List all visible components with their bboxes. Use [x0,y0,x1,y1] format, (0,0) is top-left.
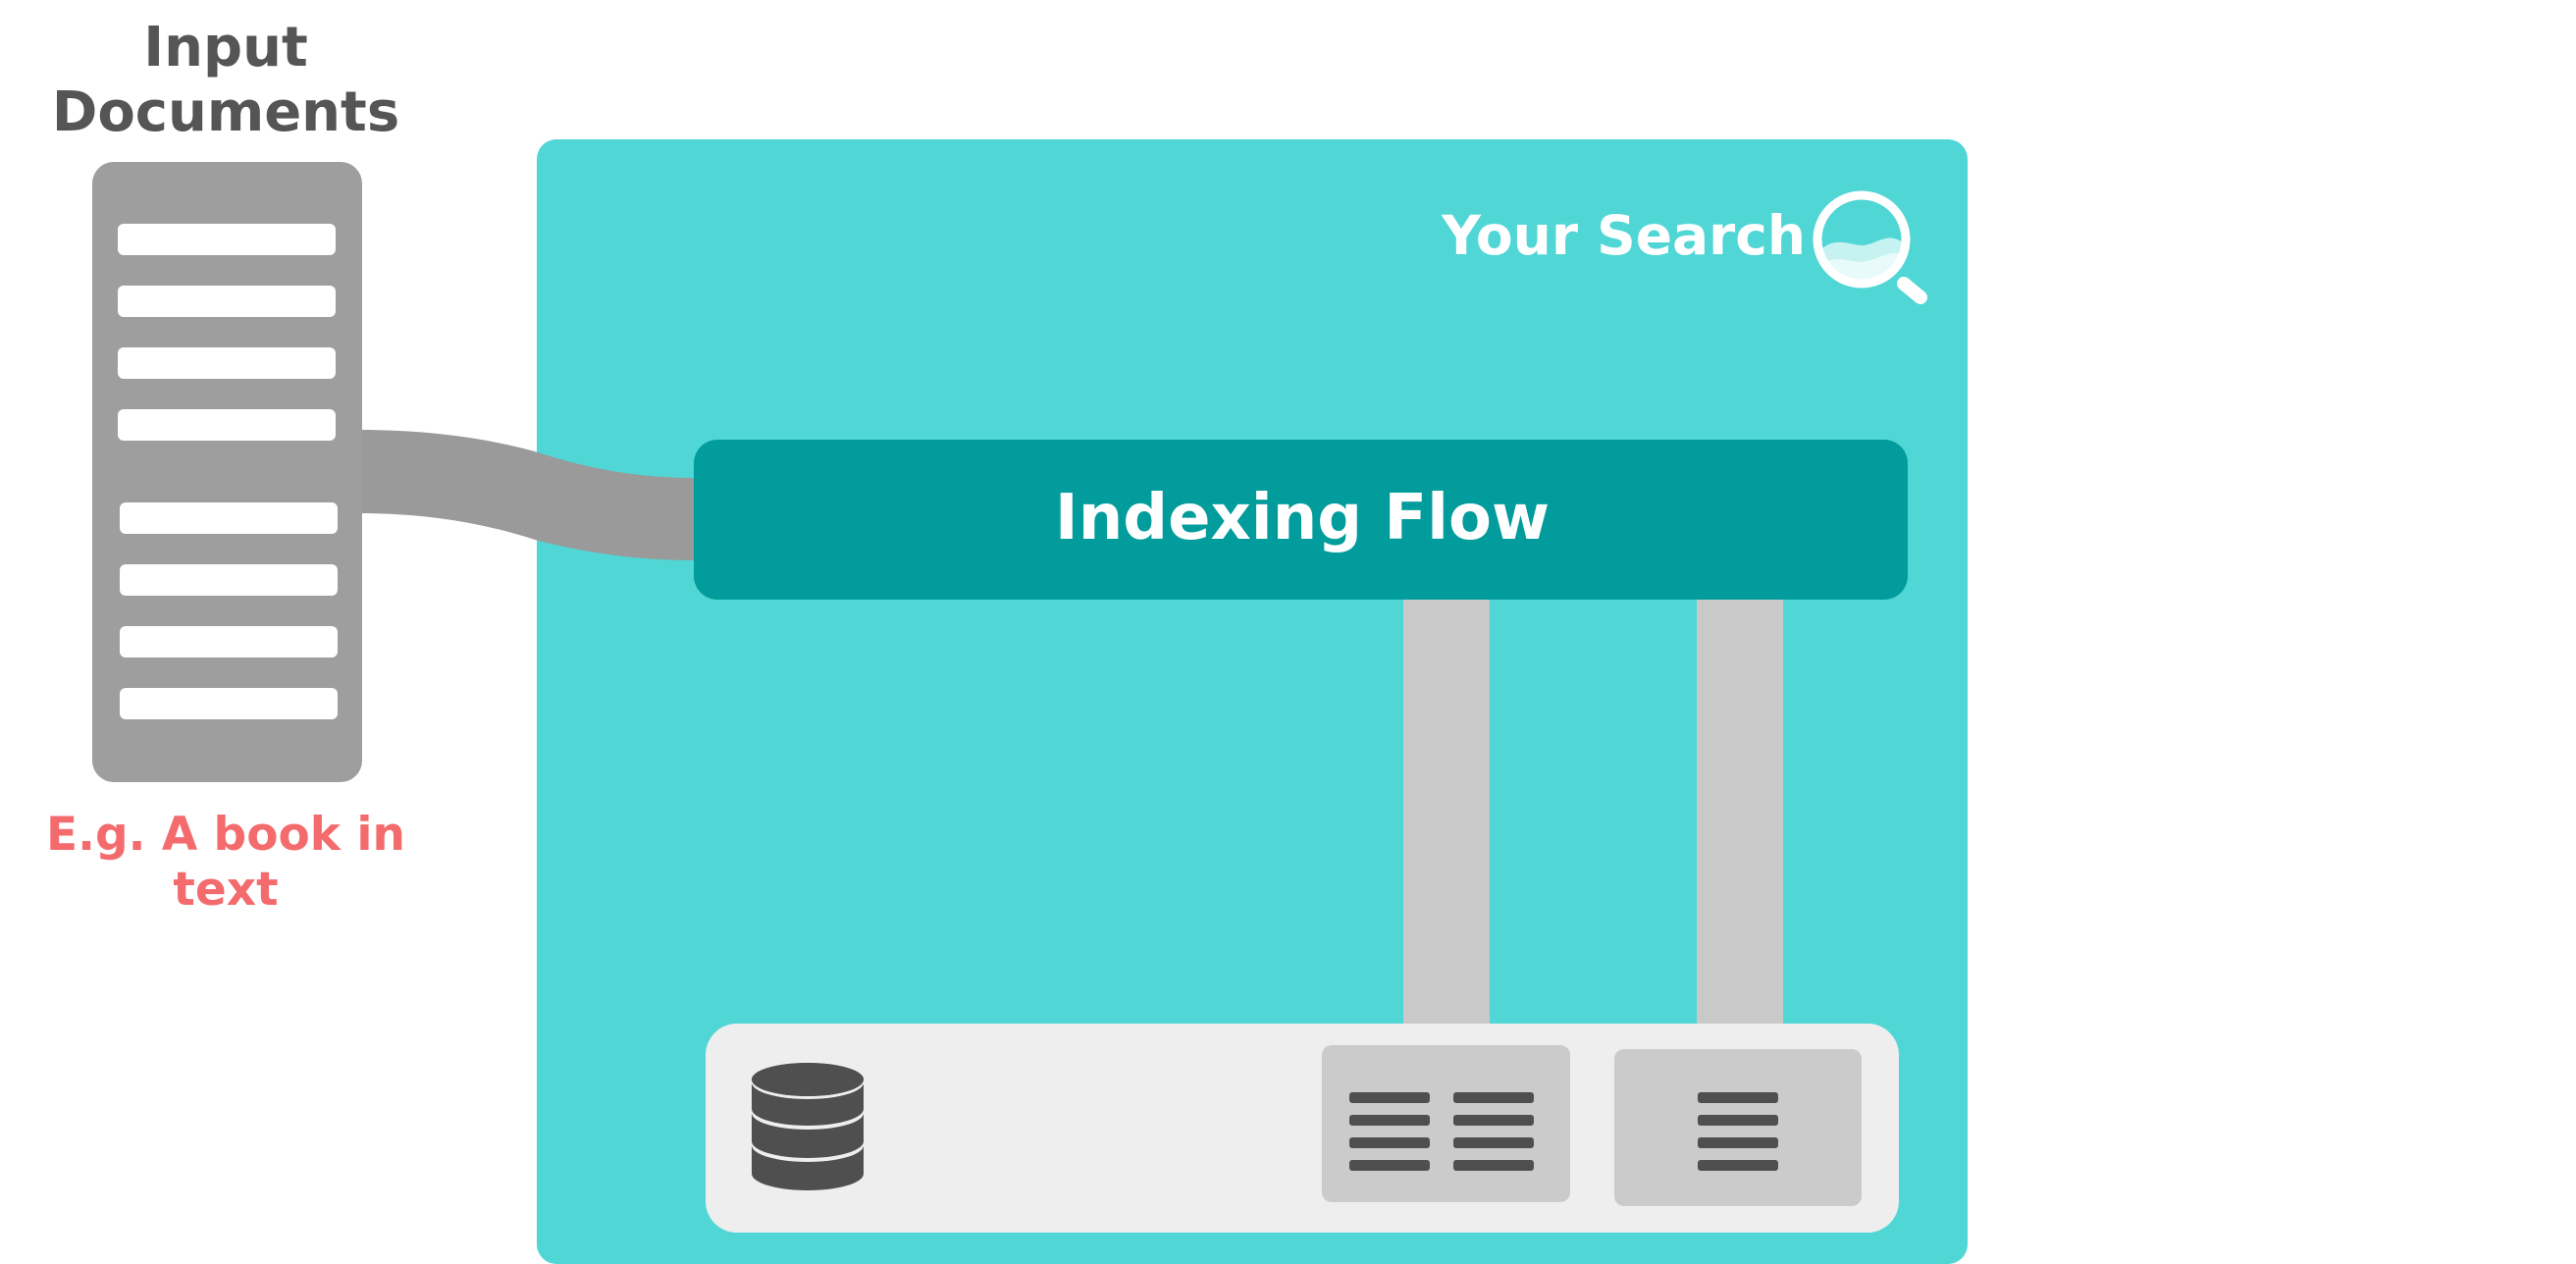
database-icon [752,1063,864,1190]
input-title-line2: Documents [51,79,400,144]
input-documents-title: Input Documents [29,16,422,144]
index-pipe-right [1697,589,1783,1054]
index-pipe-left [1403,589,1490,1050]
your-search-label: Your Search [1442,204,1806,267]
two-column-index-icon [1322,1045,1570,1202]
indexing-flow-label: Indexing Flow [1054,482,1551,554]
magnifier-logo-icon [1813,190,1927,304]
example-caption-line1: E.g. A book in [46,808,405,862]
example-caption: E.g. A book in text [29,808,422,919]
documents-connector [358,430,697,560]
input-title-line1: Input [143,16,308,79]
example-caption-line2: text [173,863,279,918]
single-column-index-icon [1614,1049,1862,1206]
search-app-box [537,139,1968,1264]
indexing-flow-box [694,440,1908,600]
storage-panel [706,1024,1899,1233]
input-document-icon [92,162,362,782]
